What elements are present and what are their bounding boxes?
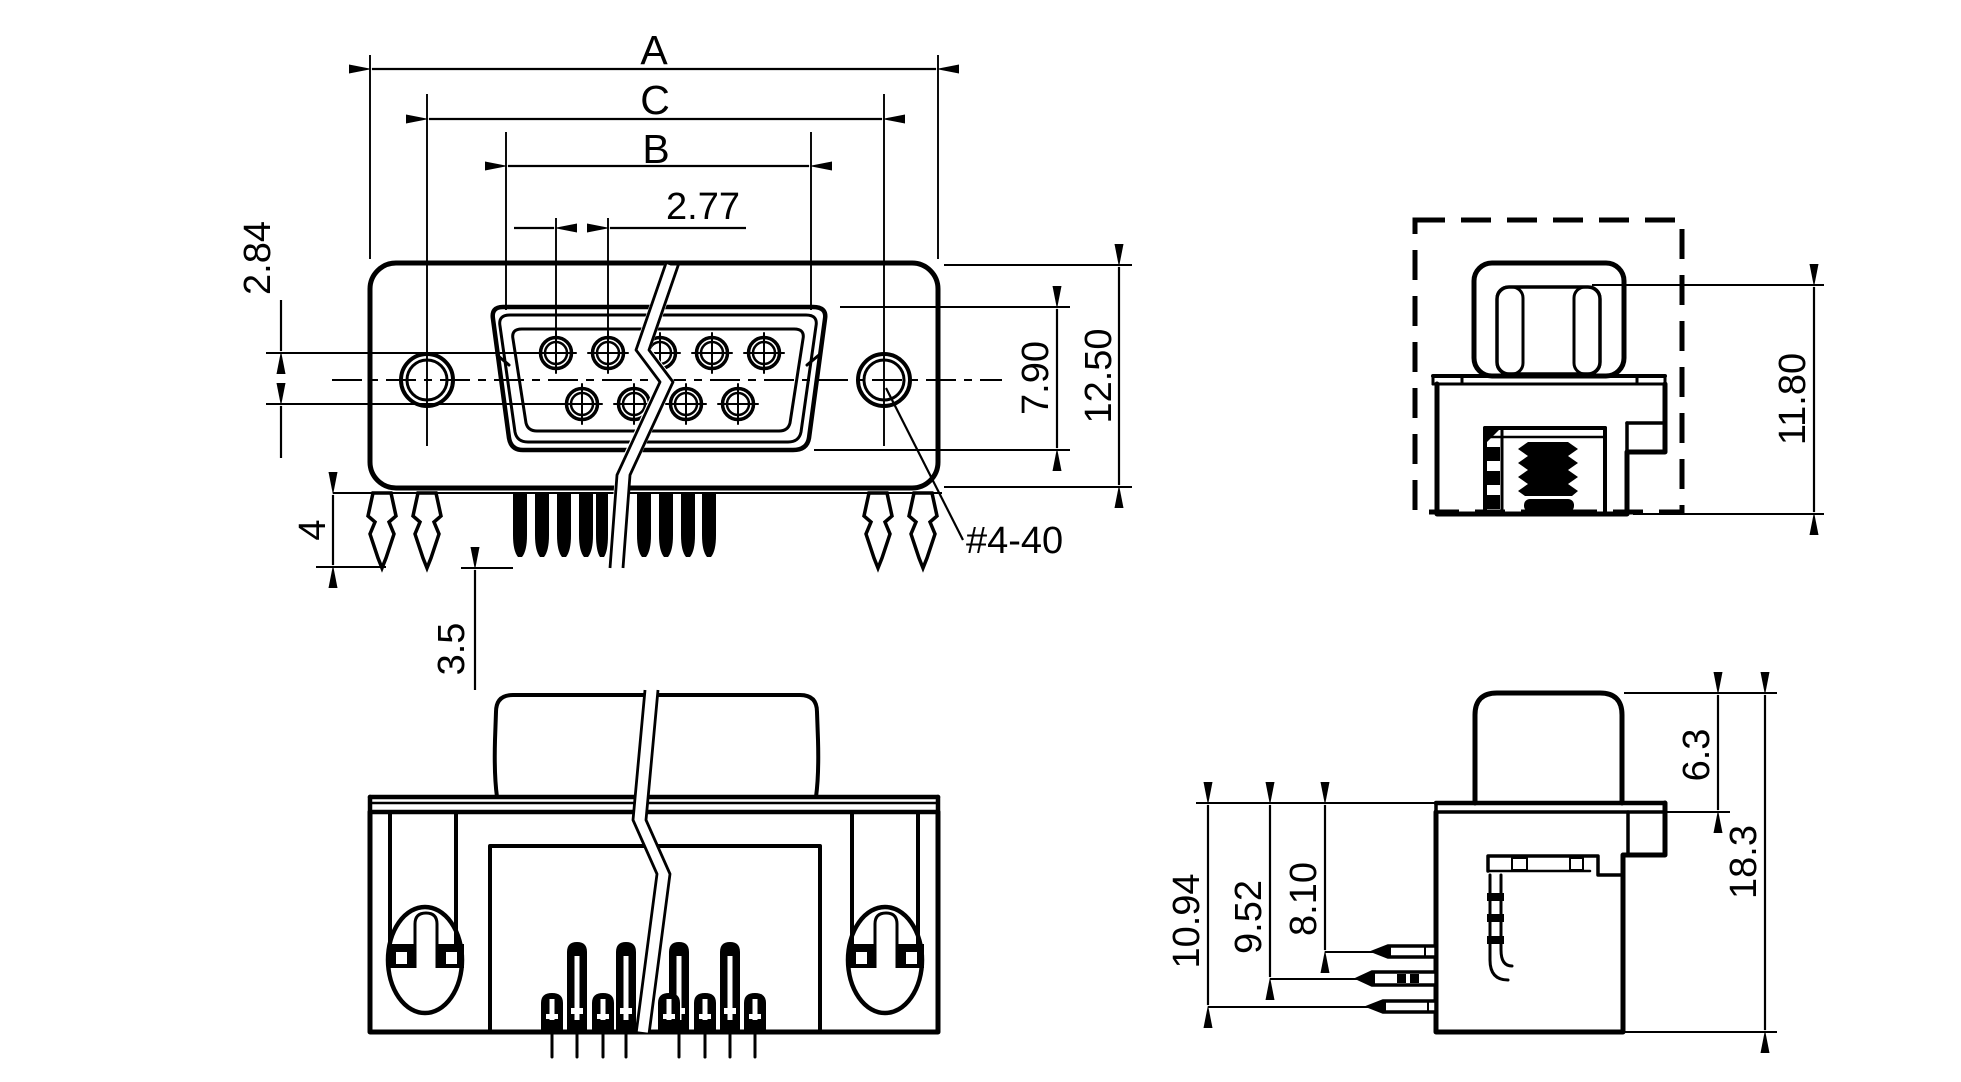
dim-label-row-spacing: 2.84: [237, 221, 279, 295]
bottom-view: [367, 689, 941, 1059]
front-view: [332, 260, 1002, 573]
tall-pins: [567, 942, 740, 1059]
side-view-bottom: [1353, 690, 1668, 1035]
body-outline-side-bottom: [1433, 800, 1668, 1035]
flange-strip: [367, 794, 941, 815]
flange-side-view: [1433, 800, 1668, 814]
side-view-top-dimensions: 11.80: [1592, 264, 1824, 535]
flange-edge: [1431, 374, 1667, 386]
dim-label-pitch: 2.77: [666, 186, 740, 228]
dim-label-tail-length: 3.5: [431, 623, 473, 676]
break-line-bottom: [631, 689, 672, 1035]
board-lock-legs-front: [366, 491, 939, 573]
screw-thread: [1518, 442, 1578, 496]
jackscrew-hex-inner: [1495, 285, 1602, 376]
shell-seam-right: [805, 353, 821, 367]
dim-label-body-height: 11.80: [1772, 353, 1814, 445]
flange-outline: [367, 260, 941, 491]
dim-label-row2: 9.52: [1228, 880, 1270, 954]
break-line-front: [608, 262, 681, 569]
threaded-insert: [1483, 426, 1607, 515]
contact-tails-bottom-view: [541, 942, 766, 1059]
dim-label-row1: 8.10: [1283, 862, 1325, 936]
shell-seam-left: [495, 353, 511, 367]
dim-label-insert-height: 7.90: [1015, 341, 1057, 415]
shroud-side-view: [1472, 690, 1625, 806]
solder-tails-front: [513, 493, 716, 557]
dim-label-overall-height: 18.3: [1723, 825, 1765, 899]
dim-label-B: B: [642, 126, 669, 172]
dim-label-boardlock-length: 4: [292, 519, 334, 540]
internal-contact-detail: [1486, 854, 1625, 982]
board-lock-left: [385, 904, 465, 1016]
side-view-top: [1412, 217, 1685, 517]
body-outline-bottom: [367, 809, 941, 1035]
dim-label-C: C: [640, 77, 670, 123]
body-outline-side: [1434, 381, 1668, 517]
screw-tip: [1524, 499, 1574, 512]
dim-label-flange-height: 12.50: [1078, 328, 1120, 423]
thread-callout-label: #4-40: [966, 520, 1063, 562]
dim-label-row3: 10.94: [1166, 873, 1208, 968]
board-lock-right: [845, 904, 925, 1016]
shroud-outer: [490, 304, 828, 453]
side-view-bottom-dimensions: 10.94 9.52 8.10 6.3 18.3: [1166, 672, 1777, 1053]
front-view-dimensions: A C B 2.77 2.84 7.90 12.50 4 3.5: [237, 27, 1132, 690]
dim-label-A: A: [640, 27, 668, 73]
thread-leader-line: [885, 387, 964, 541]
pin-tails-side-view: [1353, 944, 1438, 1014]
shroud-inner: [498, 313, 818, 444]
insert-outline: [511, 327, 805, 433]
short-pins: [541, 993, 766, 1059]
hex-facet-left: [1495, 285, 1525, 376]
hex-facet-right: [1572, 285, 1602, 376]
dim-label-shroud-height: 6.3: [1676, 729, 1718, 782]
